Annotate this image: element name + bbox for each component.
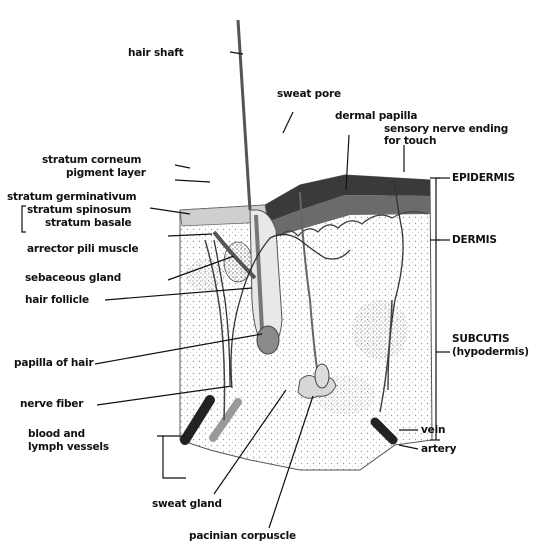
label-subcutis-2: (hypodermis) bbox=[452, 346, 529, 358]
label-blood-vessels-2: lymph vessels bbox=[28, 441, 109, 453]
label-epidermis: EPIDERMIS bbox=[452, 172, 515, 184]
label-stratum-germinativum: stratum germinativum bbox=[7, 191, 136, 203]
label-blood-vessels-1: blood and bbox=[28, 428, 85, 440]
label-pacinian-corpuscle: pacinian corpuscle bbox=[189, 530, 296, 542]
label-sensory-nerve-ending-1: sensory nerve ending bbox=[384, 123, 508, 135]
label-sweat-gland: sweat gland bbox=[152, 498, 222, 510]
label-hair-follicle: hair follicle bbox=[25, 294, 89, 306]
label-sensory-nerve-ending-2: for touch bbox=[384, 135, 436, 147]
label-sweat-pore: sweat pore bbox=[277, 88, 341, 100]
label-sebaceous-gland: sebaceous gland bbox=[25, 272, 121, 284]
label-artery: artery bbox=[421, 443, 456, 455]
label-vein: vein bbox=[421, 424, 445, 436]
label-dermis: DERMIS bbox=[452, 234, 497, 246]
label-subcutis-1: SUBCUTIS bbox=[452, 333, 509, 345]
label-stratum-basale: stratum basale bbox=[45, 217, 131, 229]
label-arrector-pili-muscle: arrector pili muscle bbox=[27, 243, 138, 255]
label-dermal-papilla: dermal papilla bbox=[335, 110, 417, 122]
label-nerve-fiber: nerve fiber bbox=[20, 398, 83, 410]
label-stratum-corneum: stratum corneum bbox=[42, 154, 141, 166]
label-stratum-spinosum: stratum spinosum bbox=[27, 204, 131, 216]
label-papilla-of-hair: papilla of hair bbox=[14, 357, 93, 369]
label-hair-shaft: hair shaft bbox=[128, 47, 183, 59]
label-pigment-layer: pigment layer bbox=[66, 167, 146, 179]
